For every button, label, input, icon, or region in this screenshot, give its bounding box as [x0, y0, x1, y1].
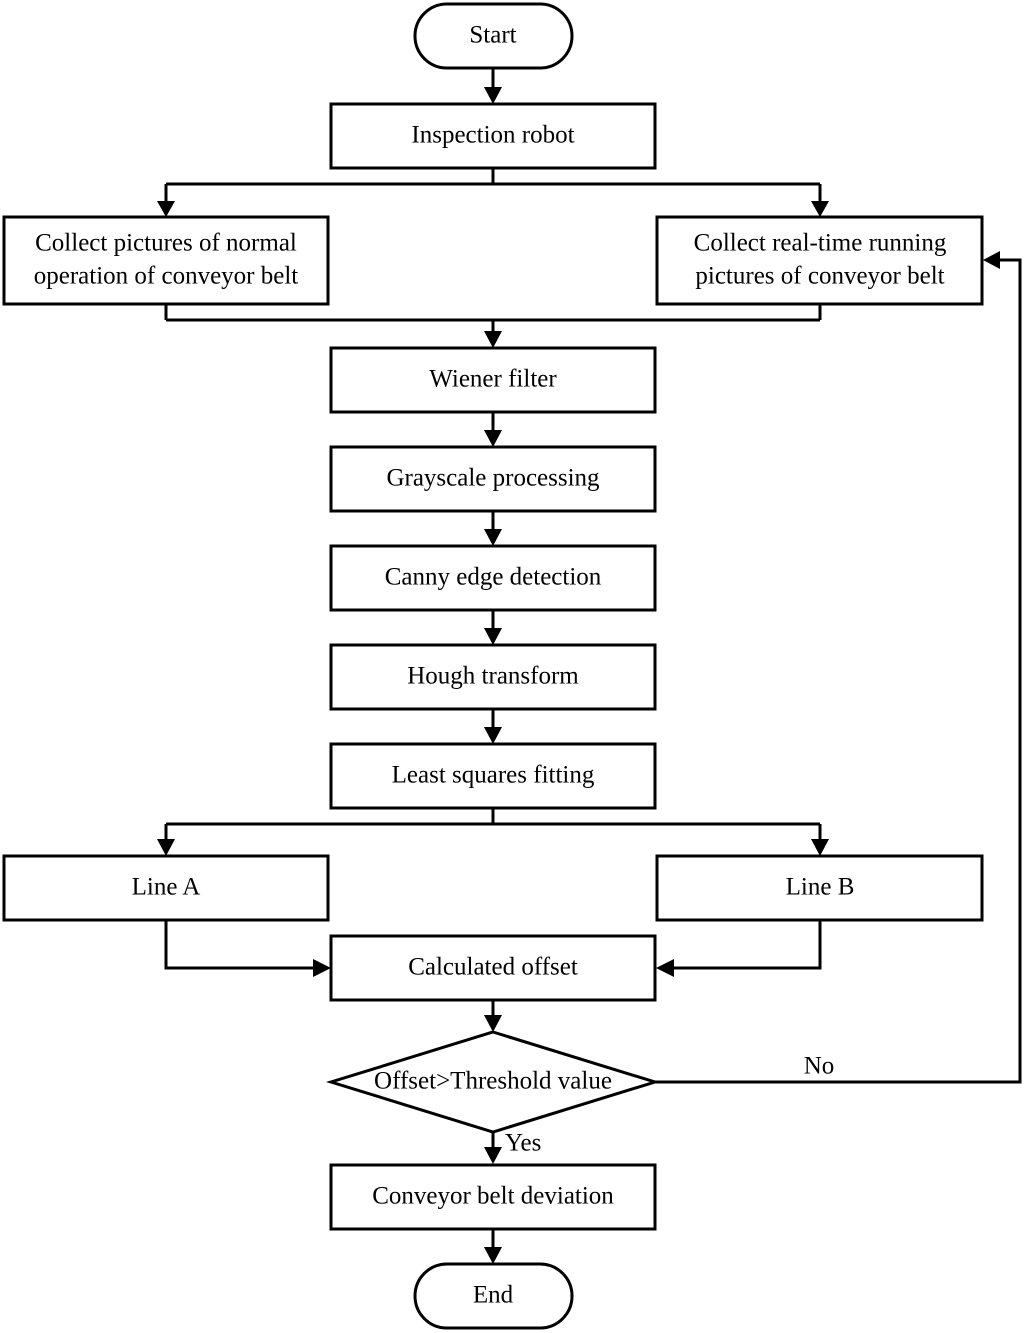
end-terminal: [413, 1262, 574, 1330]
arrowhead: [811, 839, 829, 856]
arrowhead: [484, 1147, 502, 1164]
collect-realtime-box: [655, 215, 984, 306]
arrowhead: [157, 201, 175, 217]
start-terminal: [413, 2, 574, 70]
line-b-label: Line B: [786, 874, 855, 901]
inspection-robot-label: Inspection robot: [411, 122, 574, 149]
least-squares-box: [329, 742, 657, 810]
wiener-filter-box: [329, 346, 657, 414]
collect-normal-box: [2, 215, 330, 306]
decision-diamond: [325, 1030, 661, 1134]
arrowhead: [484, 1247, 502, 1264]
node-canny: Canny edge detection: [329, 544, 657, 612]
node-grayscale: Grayscale processing: [329, 445, 657, 513]
collect-realtime-label-line2: pictures of conveyor belt: [695, 263, 944, 290]
node-deviation: Conveyor belt deviation: [329, 1163, 657, 1231]
edge-label-yes: Yes: [505, 1130, 541, 1157]
node-line-a: Line A: [2, 854, 330, 922]
deviation-box: [329, 1163, 657, 1231]
hough-label: Hough transform: [407, 663, 579, 690]
deviation-label: Conveyor belt deviation: [372, 1183, 614, 1210]
node-collect-realtime: Collect real-time running pictures of co…: [655, 215, 984, 306]
collect-normal-label-line2: operation of conveyor belt: [34, 263, 299, 290]
calculated-offset-label: Calculated offset: [408, 954, 578, 981]
node-line-b: Line B: [655, 854, 984, 922]
hough-box: [329, 643, 657, 711]
line-b-box: [655, 854, 984, 922]
arrowhead: [484, 628, 502, 645]
edge-lineb-offset: [671, 920, 822, 970]
least-squares-label: Least squares fitting: [392, 762, 595, 789]
edge-label-no: No: [804, 1053, 835, 1080]
arrowhead: [811, 201, 829, 217]
grayscale-label: Grayscale processing: [386, 465, 600, 492]
end-label: End: [473, 1282, 514, 1309]
arrowhead: [484, 331, 502, 348]
arrowhead: [484, 1015, 502, 1032]
arrowhead: [157, 839, 175, 856]
calculated-offset-box: [329, 934, 657, 1002]
line-a-box: [2, 854, 330, 922]
collect-normal-label-line1: Collect pictures of normal: [35, 230, 297, 257]
arrowhead: [484, 87, 502, 104]
line-a-label: Line A: [132, 874, 201, 901]
edge-linea-offset: [164, 920, 316, 970]
edge-decision-no-loop: [655, 258, 1022, 1084]
arrowhead: [484, 727, 502, 744]
node-collect-normal: Collect pictures of normal operation of …: [2, 215, 330, 306]
node-wiener-filter: Wiener filter: [329, 346, 657, 414]
node-end: End: [413, 1262, 574, 1330]
arrowhead: [313, 959, 331, 977]
arrowhead: [484, 430, 502, 447]
wiener-filter-label: Wiener filter: [429, 366, 557, 393]
grayscale-box: [329, 445, 657, 513]
node-inspection-robot: Inspection robot: [329, 102, 657, 170]
node-hough: Hough transform: [329, 643, 657, 711]
canny-label: Canny edge detection: [385, 564, 602, 591]
canny-box: [329, 544, 657, 612]
arrowhead: [983, 251, 1000, 269]
connectors: [157, 68, 1022, 1264]
node-least-squares: Least squares fitting: [329, 742, 657, 810]
arrowhead: [484, 529, 502, 546]
arrowhead: [656, 959, 674, 977]
decision-label: Offset>Threshold value: [374, 1068, 612, 1095]
collect-realtime-label-line1: Collect real-time running: [694, 230, 947, 257]
node-decision: Offset>Threshold value: [325, 1030, 661, 1134]
start-label: Start: [469, 22, 516, 49]
inspection-robot-box: [329, 102, 657, 170]
node-calculated-offset: Calculated offset: [329, 934, 657, 1002]
node-start: Start: [413, 2, 574, 70]
